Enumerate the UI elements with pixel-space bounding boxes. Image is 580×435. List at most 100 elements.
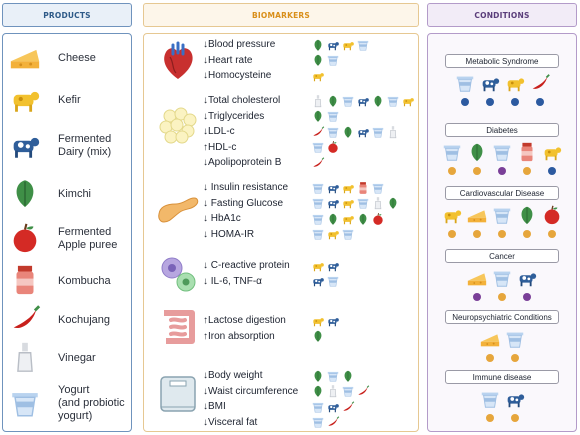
condition-evidence	[427, 328, 577, 362]
evidence-item	[454, 72, 476, 106]
evidence-item	[491, 267, 513, 301]
cheese-icon	[466, 204, 488, 226]
condition-label: Diabetes	[445, 123, 559, 137]
condition-label: Cardiovascular Disease	[445, 186, 559, 200]
evidence-icons	[311, 37, 370, 52]
vinegar-icon	[311, 94, 325, 108]
evidence-icons	[311, 155, 325, 170]
kimchi-icon	[326, 212, 340, 226]
evidence-item	[491, 141, 513, 175]
yogurt-icon	[311, 196, 325, 210]
biomarker-label: ↓Waist circumference	[203, 385, 299, 397]
conditions-header: CONDITIONS	[427, 3, 577, 27]
yogurt-icon	[341, 94, 355, 108]
yogurt-icon	[371, 181, 385, 195]
product-label: Vinegar	[58, 351, 96, 364]
yogurt-icon	[491, 141, 513, 163]
kefir-icon	[326, 227, 340, 241]
biomarker-row: ↓Body weight	[203, 368, 370, 384]
cow-icon	[326, 181, 340, 195]
evidence-icons	[311, 140, 340, 155]
biomarker-row: ↓LDL-c	[203, 124, 415, 140]
kimchi-icon	[356, 212, 370, 226]
kombucha-icon	[516, 141, 538, 163]
kefir-icon	[341, 212, 355, 226]
evidence-dot	[460, 98, 469, 106]
evidence-item	[466, 267, 488, 301]
condition-block: Diabetes	[427, 123, 577, 175]
condition-block: Metabolic Syndrome	[427, 54, 577, 106]
evidence-item	[479, 328, 501, 362]
product-item: Kochujang	[2, 302, 132, 338]
product-label: Fermented Apple puree	[58, 226, 118, 251]
biomarker-row: ↓ HbA1c	[203, 211, 400, 227]
product-item: Kefir	[2, 82, 132, 118]
biomarker-row: ↑Lactose digestion	[203, 313, 340, 329]
biomarker-row: ↓Total cholesterol	[203, 93, 415, 109]
evidence-icons	[311, 109, 340, 124]
kimchi-icon	[326, 94, 340, 108]
evidence-icons	[311, 68, 325, 83]
immune-cells-icon	[161, 257, 196, 292]
kombucha-icon	[356, 181, 370, 195]
yogurt-icon	[311, 140, 325, 154]
biomarker-row: ↑HDL-c	[203, 140, 415, 156]
cow-icon	[356, 125, 370, 139]
biomarkers-panel	[143, 33, 419, 432]
evidence-item	[541, 141, 563, 175]
product-label: Kombucha	[58, 274, 111, 287]
pepper-icon	[311, 156, 325, 170]
yogurt-icon	[441, 141, 463, 163]
biomarker-label: ↓Blood pressure	[203, 39, 276, 51]
product-item: Cheese	[2, 40, 132, 76]
apple-icon	[371, 212, 385, 226]
condition-block: Immune disease	[427, 370, 577, 422]
biomarker-label: ↓ IL-6, TNF-α	[203, 275, 262, 287]
cow-icon	[356, 94, 370, 108]
evidence-item	[504, 328, 526, 362]
biomarker-row: ↓BMI	[203, 399, 370, 415]
biomarker-label: ↓ Insulin resistance	[203, 182, 289, 194]
product-label: Cheese	[58, 51, 96, 64]
evidence-icons	[311, 227, 355, 242]
kimchi-icon	[311, 53, 325, 67]
product-label: Yogurt (and probiotic yogurt)	[58, 384, 125, 422]
kombucha-icon	[2, 263, 46, 299]
yogurt-icon	[454, 72, 476, 94]
products-header: PRODUCTS	[2, 3, 132, 27]
vinegar-icon	[386, 125, 400, 139]
cow-icon	[326, 196, 340, 210]
evidence-item	[441, 141, 463, 175]
product-item: Vinegar	[2, 340, 132, 376]
yogurt-icon	[326, 369, 340, 383]
evidence-dot	[498, 167, 506, 175]
product-item: Kombucha	[2, 263, 132, 299]
cow-icon	[516, 267, 538, 289]
evidence-dot	[510, 98, 519, 106]
biomarker-label: ↑Iron absorption	[203, 330, 275, 342]
cheese-icon	[466, 267, 488, 289]
product-label: Kochujang	[58, 313, 110, 326]
biomarker-label: ↓ HbA1c	[203, 213, 241, 225]
cow-icon	[326, 259, 340, 273]
pepper-icon	[529, 72, 551, 94]
biomarker-label: ↓Visceral fat	[203, 416, 258, 428]
vinegar-icon	[2, 340, 46, 376]
biomarker-row: ↓Apolipoprotein B	[203, 155, 415, 171]
yogurt-icon	[311, 400, 325, 414]
heart-icon	[164, 41, 193, 79]
biomarker-group: ↓Body weight ↓Waist circumference ↓BMI↓Vis…	[203, 368, 370, 430]
apple-icon	[541, 204, 563, 226]
biomarker-group: ↓ Insulin resistance ↓ Fasting Glucose↓ H…	[203, 180, 400, 242]
biomarker-row: ↓ Fasting Glucose	[203, 196, 400, 212]
pancreas-icon	[158, 197, 199, 223]
cow-icon	[326, 400, 340, 414]
evidence-dot	[473, 230, 481, 238]
evidence-item	[504, 388, 526, 422]
dairy-cow-icon	[2, 128, 46, 164]
biomarker-row: ↓Homocysteine	[203, 68, 370, 84]
yogurt-icon	[311, 227, 325, 241]
biomarker-label: ↓Body weight	[203, 370, 263, 382]
yogurt-icon	[491, 204, 513, 226]
evidence-icons	[311, 368, 355, 383]
